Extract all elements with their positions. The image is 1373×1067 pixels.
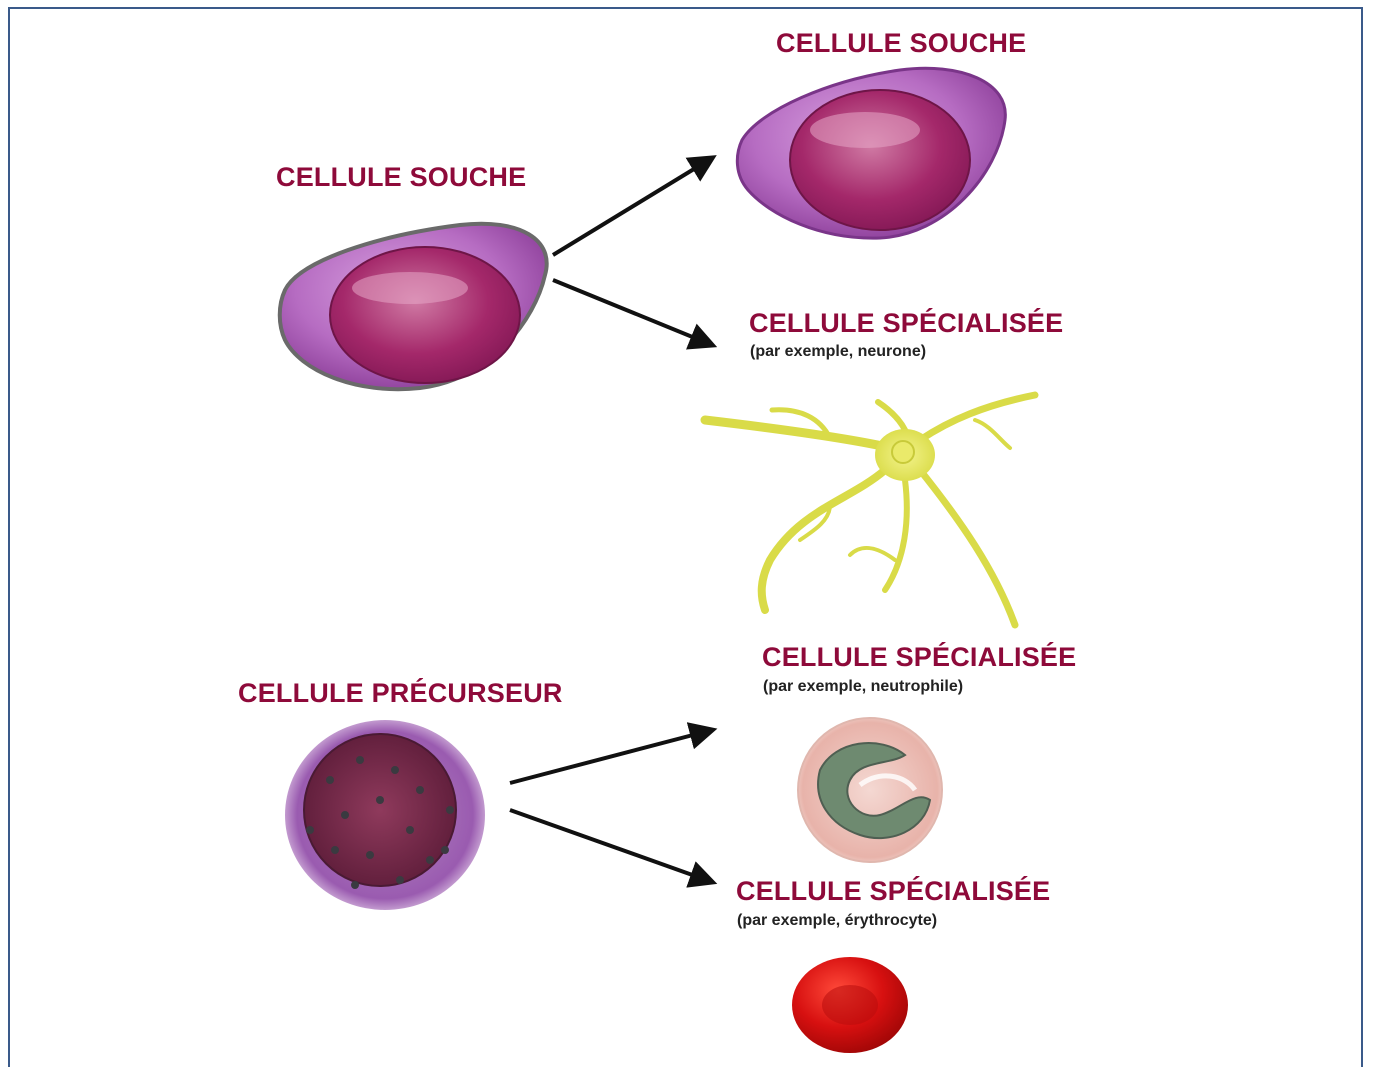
label-specialized-erythrocyte: CELLULE SPÉCIALISÉE <box>732 874 1054 909</box>
label-neuron-example: (par exemple, neurone) <box>750 343 926 361</box>
label-stem-cell-top: CELLULE SOUCHE <box>772 26 1030 61</box>
arrow-to-erythrocyte <box>510 810 712 882</box>
label-stem-cell-left: CELLULE SOUCHE <box>272 160 530 195</box>
stem-cell-left-image <box>280 224 547 389</box>
neuron-image <box>705 395 1035 625</box>
label-specialized-neuron: CELLULE SPÉCIALISÉE <box>745 306 1067 341</box>
label-neutrophil-example: (par exemple, neutrophile) <box>763 678 963 696</box>
label-precursor-cell: CELLULE PRÉCURSEUR <box>234 676 567 711</box>
label-specialized-neutrophil: CELLULE SPÉCIALISÉE <box>758 640 1080 675</box>
arrow-to-stem-cell <box>553 158 712 255</box>
stem-cell-top-image <box>737 68 1005 238</box>
arrow-to-neutrophil <box>510 730 712 783</box>
label-erythrocyte-example: (par exemple, érythrocyte) <box>737 912 937 930</box>
precursor-cell-image <box>285 720 485 910</box>
erythrocyte-image <box>792 957 908 1053</box>
neutrophil-image <box>798 718 942 862</box>
arrow-to-neuron <box>553 280 712 345</box>
